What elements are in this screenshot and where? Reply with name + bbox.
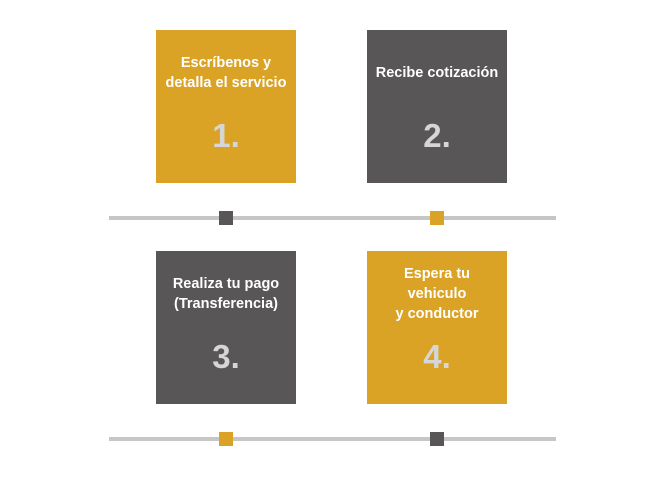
- step-title: Espera tu vehiculo y conductor: [395, 266, 479, 322]
- step-card-4: Espera tu vehiculo y conductor 4.: [367, 251, 507, 404]
- step-card-2: Recibe cotización 2.: [367, 30, 507, 183]
- timeline-track-top: [109, 216, 556, 220]
- step-number: 1.: [212, 117, 240, 154]
- timeline-marker-step-1: [219, 211, 233, 225]
- step-number: 2.: [423, 117, 451, 154]
- step-title: Escríbenos y detalla el servicio: [165, 55, 287, 91]
- timeline-marker-step-3: [219, 432, 233, 446]
- step-card-1: Escríbenos y detalla el servicio 1.: [156, 30, 296, 183]
- step-number: 4.: [423, 338, 451, 375]
- timeline-marker-step-2: [430, 211, 444, 225]
- step-title: Realiza tu pago (Transferencia): [172, 276, 280, 312]
- timeline-track-bottom: [109, 437, 556, 441]
- step-title: Recibe cotización: [375, 65, 499, 81]
- step-number: 3.: [212, 338, 240, 375]
- timeline-marker-step-4: [430, 432, 444, 446]
- step-card-3: Realiza tu pago (Transferencia) 3.: [156, 251, 296, 404]
